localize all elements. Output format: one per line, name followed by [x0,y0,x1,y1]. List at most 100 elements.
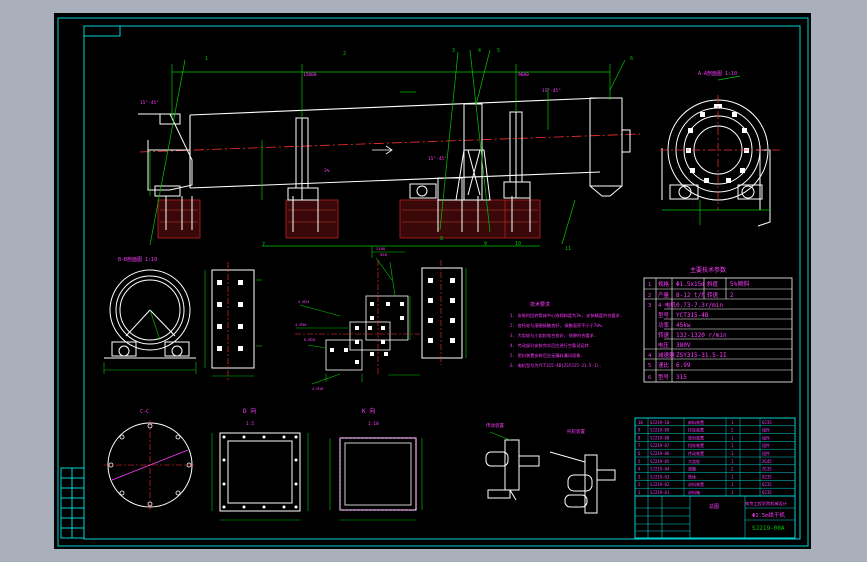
spec-row-no: 6 [648,375,651,381]
balloon-5: 5 [497,48,500,54]
bom-row-code: SJ219-10 [650,420,670,425]
detail-drive: 传动装置 [485,422,540,501]
bom-row-code: SJ219-02 [650,482,670,487]
bom-row-qty: 1 [731,443,734,448]
base-plate-left [204,262,262,380]
balloon-2: 2 [343,51,346,57]
dim-tyre-spacing: 9600 [518,72,529,78]
bom-row-material: Q235 [762,420,772,425]
spec-row-value: 315 [676,374,687,381]
flange-cc-title: C-C [140,409,149,415]
note-1: 1. 安装时回转筒体中心线倾斜度为3%, 安装精度符合要求. [510,312,622,319]
spec-row-key: 型号 [658,311,670,319]
balloon-4: 4 [478,48,481,54]
bom-row-name: 大齿轮 [688,458,700,464]
bom-row-qty: 1 [731,451,734,456]
dim-drive-bolt-d: 4-M16 [312,386,324,391]
bom-row-no: 6 [638,451,641,456]
spec-row-value: 45kw [676,322,691,329]
balloon-11: 11 [565,246,571,252]
spec-row-value2: 5%倾斜 [730,280,749,288]
bom-row-no: 2 [638,482,641,487]
spec-row-key: 产量 [658,291,670,299]
dim-slope: 3% [324,168,330,174]
spec-row-key: 规格 [658,280,670,288]
balloon-8: 8 [440,236,443,242]
bom-row-qty: 1 [731,420,734,425]
bom-row-qty: 1 [731,490,734,495]
spec-row-key2: 转速 [707,291,719,299]
spec-row-value: 132-1320 r/min [676,332,727,339]
spec-row-no: 2 [648,293,651,299]
dim-drive-bolt-c: 6-M20 [304,337,316,342]
spec-row-value: ZSY315-31.5-II [676,352,727,359]
dim-drive-bolt-a: 4-M24 [298,299,310,304]
dim-overall-length: 15000 [303,72,317,78]
bom-row-name: 托轮装置 [688,427,704,433]
dim-drive-offset-b: 900 [380,252,388,257]
bom-row-no: 10 [638,420,643,425]
bom-row-material: 组件 [762,434,770,440]
spec-row-no: 5 [648,363,651,369]
view-k-title: K 向 [362,407,375,415]
drive-bolt-layout: 2100 900 4-M24 4-M30 6-M20 4-M16 [295,246,420,391]
bom-row-code: SJ219-07 [650,443,670,448]
bom-row-code: SJ219-01 [650,490,670,495]
spec-row-value: YCT315-4B [676,312,709,319]
bom-row-no: 3 [638,474,641,479]
technical-notes: 技术要求 1. 安装时回转筒体中心线倾斜度为3%, 安装精度符合要求. 2. 各… [510,301,622,369]
title-block: 南京工程学院机械设计 总图 Φ1.5m烘干机 SJ219-00A [634,495,796,539]
spec-row-key: 型号 [658,373,670,381]
balloon-10: 10 [515,241,521,247]
bom-row-material: 组件 [762,450,770,456]
bom-row-qty: 1 [731,482,734,487]
bom-row-material: ZG35 [762,467,772,472]
balloon-6: 6 [630,56,633,62]
foundations [157,199,541,239]
note-5: 5. 密封装置安装后应无漏料漏风现象. [510,352,583,359]
balloon-9: 9 [484,241,487,247]
spec-row-key: 转速 [658,331,670,339]
bom-row-qty: 1 [731,474,734,479]
drawing-frame [57,17,809,547]
dim-drive-bolt-b: 4-M30 [295,322,307,327]
spec-row-value2: 2 [730,292,734,299]
base-plate-right [421,260,467,365]
flange-view-cc: C-C [104,409,196,510]
bom-row-name: 滚圈 [688,466,696,472]
bom-row-qty: 2 [731,428,734,433]
view-k-scale: 1:10 [368,421,379,427]
bom-row-code: SJ219-03 [650,474,670,479]
view-d-title: D 向 [243,407,256,415]
bom-row-no: 9 [638,428,641,433]
note-4: 4. 传动部分安装完毕后应进行空载试运转. [510,342,591,349]
spec-row-key: 电压 [658,341,670,349]
bom-row-no: 4 [638,467,641,472]
view-d: D 向 1:5 [211,407,309,521]
bom-row-material: ZG45 [762,459,772,464]
label-seal: 15°-45° [542,88,561,94]
notes-title: 技术要求 [530,301,550,308]
balloon-1: 1 [205,56,208,62]
bom-row-code: SJ219-09 [650,428,670,433]
bom-row-material: Q235 [762,482,772,487]
spec-row-key: 4 电机 [658,301,676,309]
bom-row-name: 挡轮装置 [688,442,704,448]
bom-row-name: 筒体 [688,473,696,479]
bom-row-name: 传动装置 [688,450,704,456]
spec-row-no: 1 [648,282,651,288]
view-d-scale: 1:5 [246,421,254,427]
detail-bb-title: B-B剖面图 1:10 [118,256,157,263]
spec-row-key: 减速器 [658,351,675,359]
spec-row-value: 6.99 [676,362,691,369]
bom-row-qty: 1 [731,459,734,464]
title-block-label: 总图 [709,503,719,510]
spec-row-no: 3 [648,303,651,309]
spec-row-value: 8-12 t/h [676,292,705,299]
main-elevation-view: 15000 9600 3% 15°-45° 15°-45° 15°-45° 1 … [138,48,641,252]
bom-row-code: SJ219-04 [650,467,670,472]
label-inlet: 15°-45° [140,100,159,106]
detail-support-title: 托轮装置 [567,428,585,435]
